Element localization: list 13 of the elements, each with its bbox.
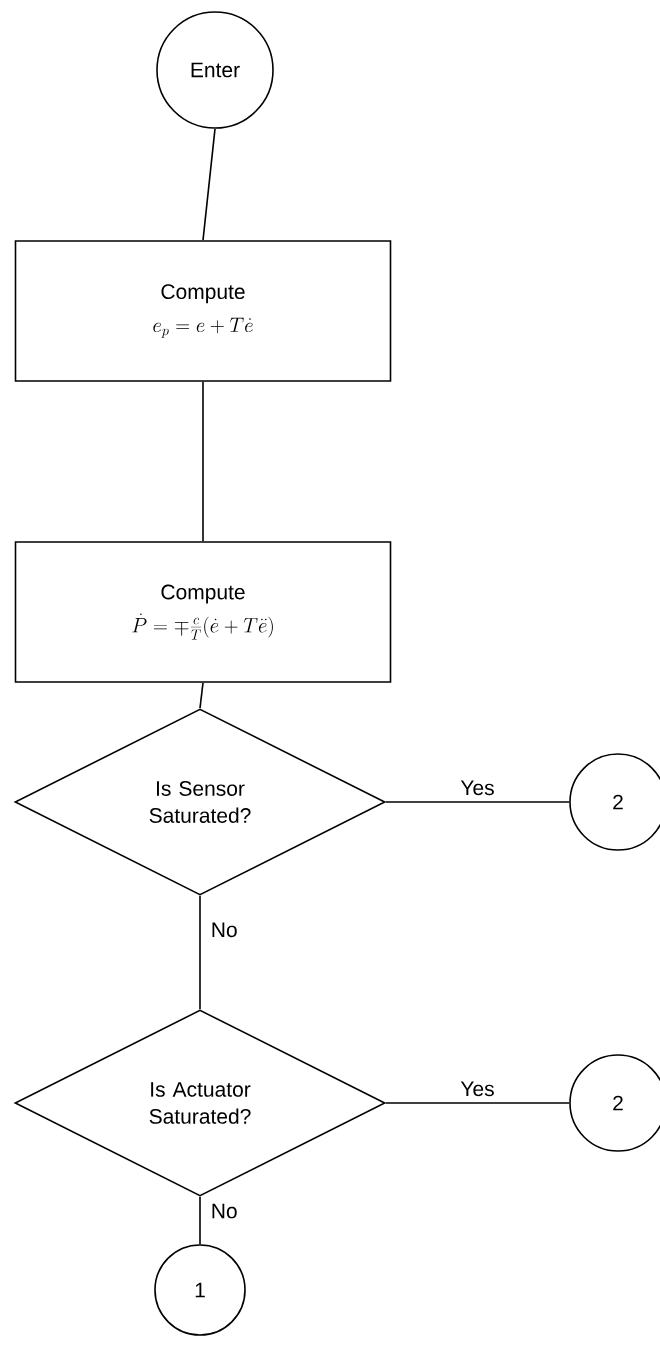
- connector-line: [385, 801, 570, 803]
- edge-label: No: [208, 920, 240, 940]
- connector-line: [199, 895, 201, 1010]
- connector-line: [385, 1102, 570, 1104]
- connector-line: [199, 682, 204, 709]
- edge-label: Yes: [458, 778, 497, 798]
- connector-line: [202, 128, 216, 241]
- process-box: Compute $\dot{P} = \mp \frac{c}{T} (\dot{e} + T\ddot{e})$: [14, 541, 392, 683]
- edge-label: No: [208, 1201, 240, 1221]
- connector-line: [202, 381, 204, 542]
- process-box: Compute $e_p = e + T\dot{e}$: [14, 240, 392, 382]
- connector-line: [199, 1196, 201, 1245]
- edge-label: Yes: [458, 1079, 497, 1099]
